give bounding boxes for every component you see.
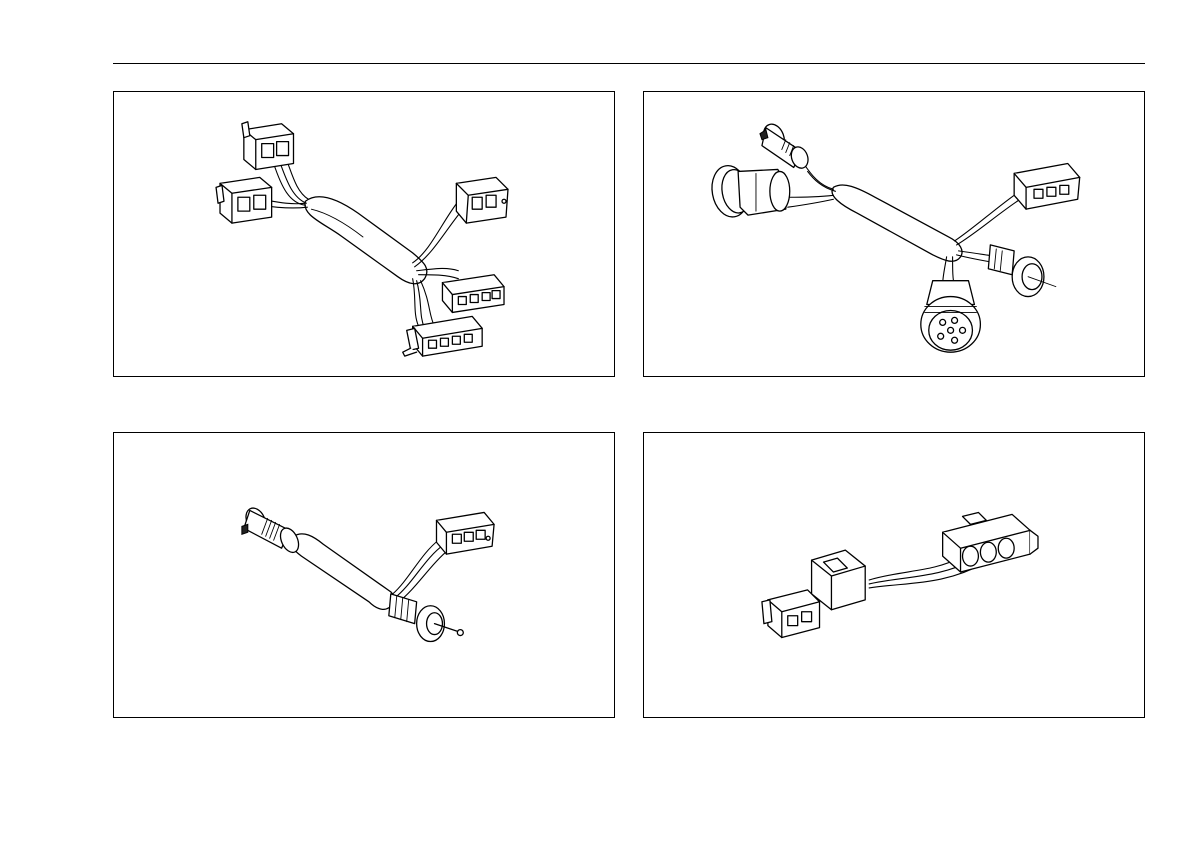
connector-right-bottom <box>403 316 482 356</box>
connector-right-mid <box>442 275 504 313</box>
adapter-cable-round-to-flat-illustration <box>114 433 614 717</box>
round-plug-bottom <box>389 594 463 642</box>
round-connector-bottom <box>921 281 981 352</box>
round-plug-top-left <box>760 121 811 170</box>
figure-panel-2 <box>643 91 1145 377</box>
header-rule <box>113 63 1145 64</box>
harness-round-connector-illustration <box>644 92 1144 376</box>
figure-panel-3 <box>113 432 615 718</box>
connector-top-left <box>242 122 294 170</box>
round-plug-left <box>242 505 302 555</box>
round-plug-right <box>988 245 1056 297</box>
figure-panel-1 <box>113 91 615 377</box>
adapter-short-flat-connector-illustration <box>644 433 1144 717</box>
connector-mid-left <box>216 177 272 223</box>
connector-right-upper <box>456 177 508 223</box>
flat-connector-top-right <box>436 512 494 554</box>
flat-connector-right <box>943 512 1038 572</box>
round-connector-left <box>708 163 790 220</box>
block-connector-left <box>762 550 865 637</box>
harness-five-connector-illustration <box>114 92 614 376</box>
figure-panel-4 <box>643 432 1145 718</box>
flat-connector-right <box>1014 163 1080 209</box>
